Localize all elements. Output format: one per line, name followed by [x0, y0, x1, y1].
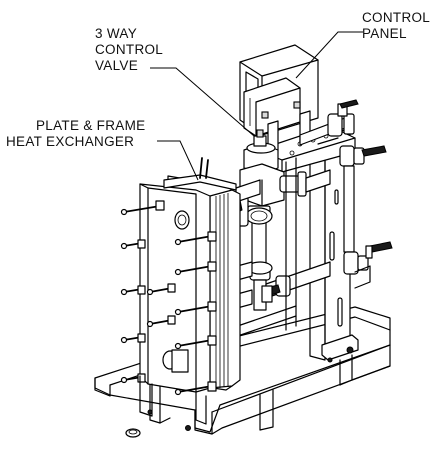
heat-exchanger-label-line-1: PLATE & FRAME — [36, 118, 145, 133]
tie-bolts — [120, 200, 217, 396]
control-valve-leader — [150, 67, 255, 137]
control-valve-label-line-3: VALVE — [95, 58, 138, 73]
heat-exchanger-label-line-2: HEAT EXCHANGER — [6, 134, 134, 149]
heat-exchanger-label: PLATE & FRAME HEAT EXCHANGER — [6, 118, 145, 149]
control-valve-label: 3 WAY CONTROL VALVE — [95, 26, 163, 73]
control-panel-label-line-2: PANEL — [362, 26, 407, 41]
control-panel-label: CONTROL PANEL — [362, 10, 430, 41]
plate-frame-heat-exchanger — [120, 157, 241, 431]
control-panel-leader — [295, 31, 363, 79]
control-valve-label-line-2: CONTROL — [95, 42, 163, 57]
right-piping — [299, 99, 393, 289]
control-panel-label-line-1: CONTROL — [362, 10, 430, 25]
three-way-control-valve — [239, 129, 331, 207]
control-valve-label-line-1: 3 WAY — [95, 26, 137, 41]
leader-lines — [150, 31, 363, 181]
heat-exchanger-leader — [157, 140, 199, 181]
base-skid — [94, 306, 391, 438]
